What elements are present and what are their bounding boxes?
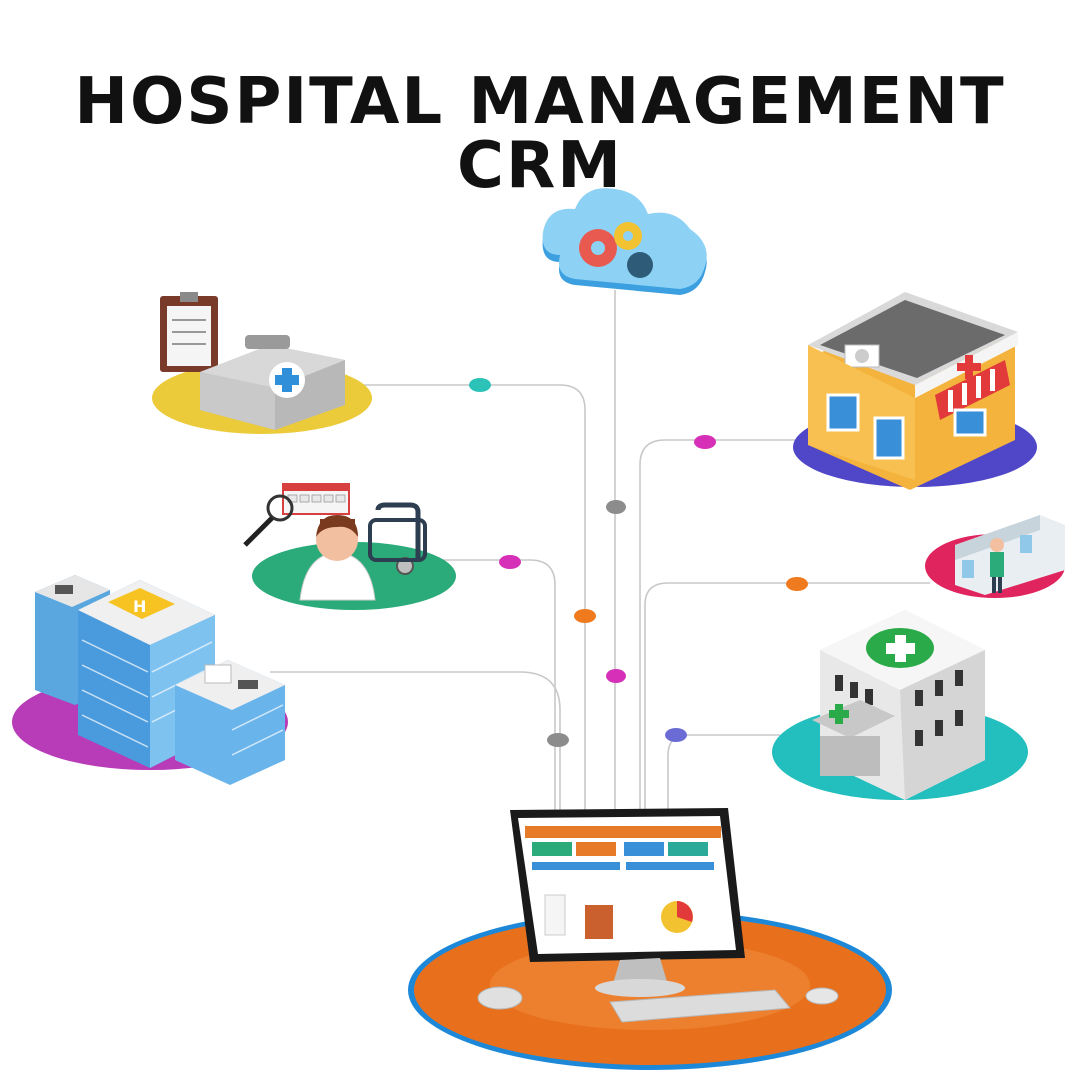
doctor-avatar-icon — [243, 483, 456, 610]
pharmacy-store-icon — [793, 292, 1037, 490]
computer-dashboard-icon — [408, 808, 892, 1070]
node-dot — [665, 728, 687, 742]
node-dot — [469, 378, 491, 392]
cloud-gears-icon — [542, 188, 707, 295]
hospital-building-icon: H — [12, 575, 288, 785]
svg-text:H: H — [133, 597, 146, 616]
node-dot — [786, 577, 808, 591]
node-dot — [499, 555, 521, 569]
clinic-building-icon — [772, 610, 1028, 800]
page-title: HOSPITAL MANAGEMENT CRM — [74, 65, 1006, 203]
first-aid-kit-icon — [152, 292, 372, 434]
node-dot — [606, 669, 626, 683]
node-dot — [694, 435, 716, 449]
node-dot — [547, 733, 569, 747]
reception-desk-icon — [925, 515, 1065, 598]
connection-dots — [469, 378, 808, 747]
node-dot — [606, 500, 626, 514]
node-dot — [574, 609, 596, 623]
